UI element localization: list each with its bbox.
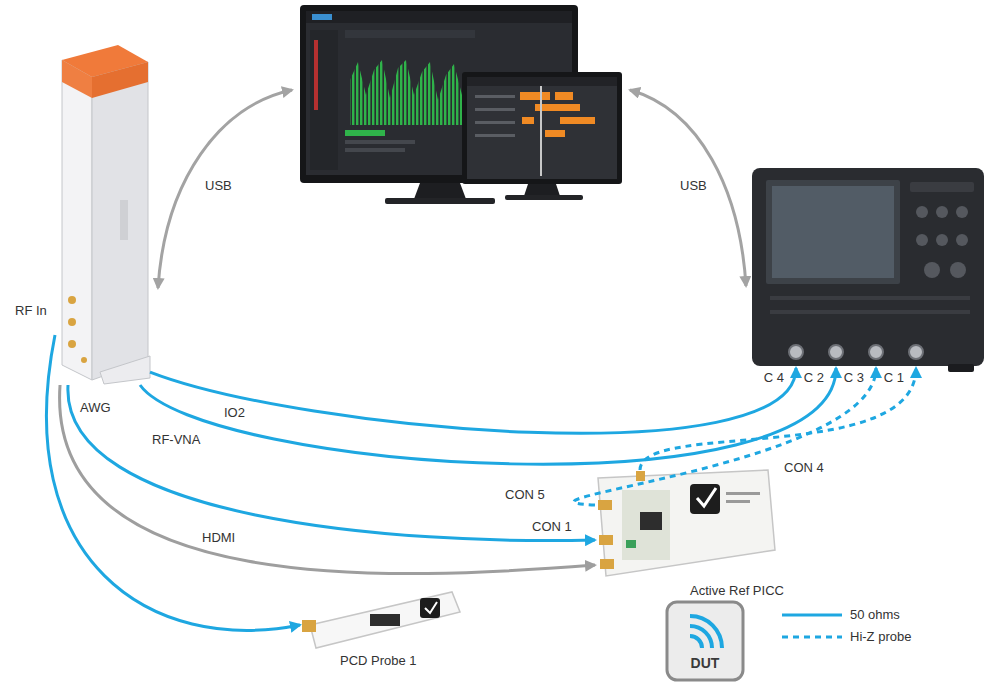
dut-card: DUT	[665, 600, 745, 682]
node-label: PCD Probe 1	[340, 653, 417, 668]
reference-board: Active Ref PICC	[595, 470, 775, 580]
usb-cable	[630, 90, 746, 286]
cable-connector	[60, 385, 595, 574]
signal-label: IO2	[222, 405, 247, 420]
node-label: RF In	[15, 303, 47, 318]
cable-connector	[46, 335, 300, 630]
cable-connector	[140, 368, 836, 464]
legend-label: 50 ohms	[850, 607, 900, 622]
tester-illustration	[62, 45, 150, 384]
probe-device: PCD Probe 1	[300, 595, 460, 650]
legend-line-dashed	[782, 636, 842, 639]
legend-label: Hi-Z probe	[850, 629, 911, 644]
probe-cable	[574, 368, 876, 505]
probe-illustration	[302, 592, 460, 648]
oscilloscope: C 4C 2C 3C 1	[740, 160, 990, 368]
board-illustration	[598, 470, 775, 576]
signal-label: CON 5	[503, 487, 547, 502]
node-label: C 2	[804, 370, 824, 385]
port-label: USB	[678, 178, 709, 193]
dut-card-illustration	[667, 602, 743, 680]
port-label: CON 1	[530, 519, 574, 534]
signal-label: RF-VNA	[150, 432, 202, 447]
node-label: C 3	[844, 370, 864, 385]
signal-label: AWG	[78, 400, 113, 415]
node-label: DUT	[691, 656, 720, 671]
port-label: USB	[203, 178, 234, 193]
oscilloscope-illustration	[752, 168, 984, 372]
node-label: Active Ref PICC	[690, 583, 784, 598]
signal-label: HDMI	[200, 530, 237, 545]
cable-connector	[68, 385, 595, 541]
usb-cable	[158, 90, 292, 288]
monitor-illustration	[462, 72, 622, 200]
legend-line-solid	[782, 614, 842, 617]
node-label: C 1	[884, 370, 904, 385]
tester-device: RF In	[55, 45, 150, 385]
cable-connector	[150, 368, 796, 433]
probe-cable	[640, 368, 916, 470]
node-label: C 4	[764, 370, 784, 385]
signal-label: CON 4	[782, 460, 826, 475]
